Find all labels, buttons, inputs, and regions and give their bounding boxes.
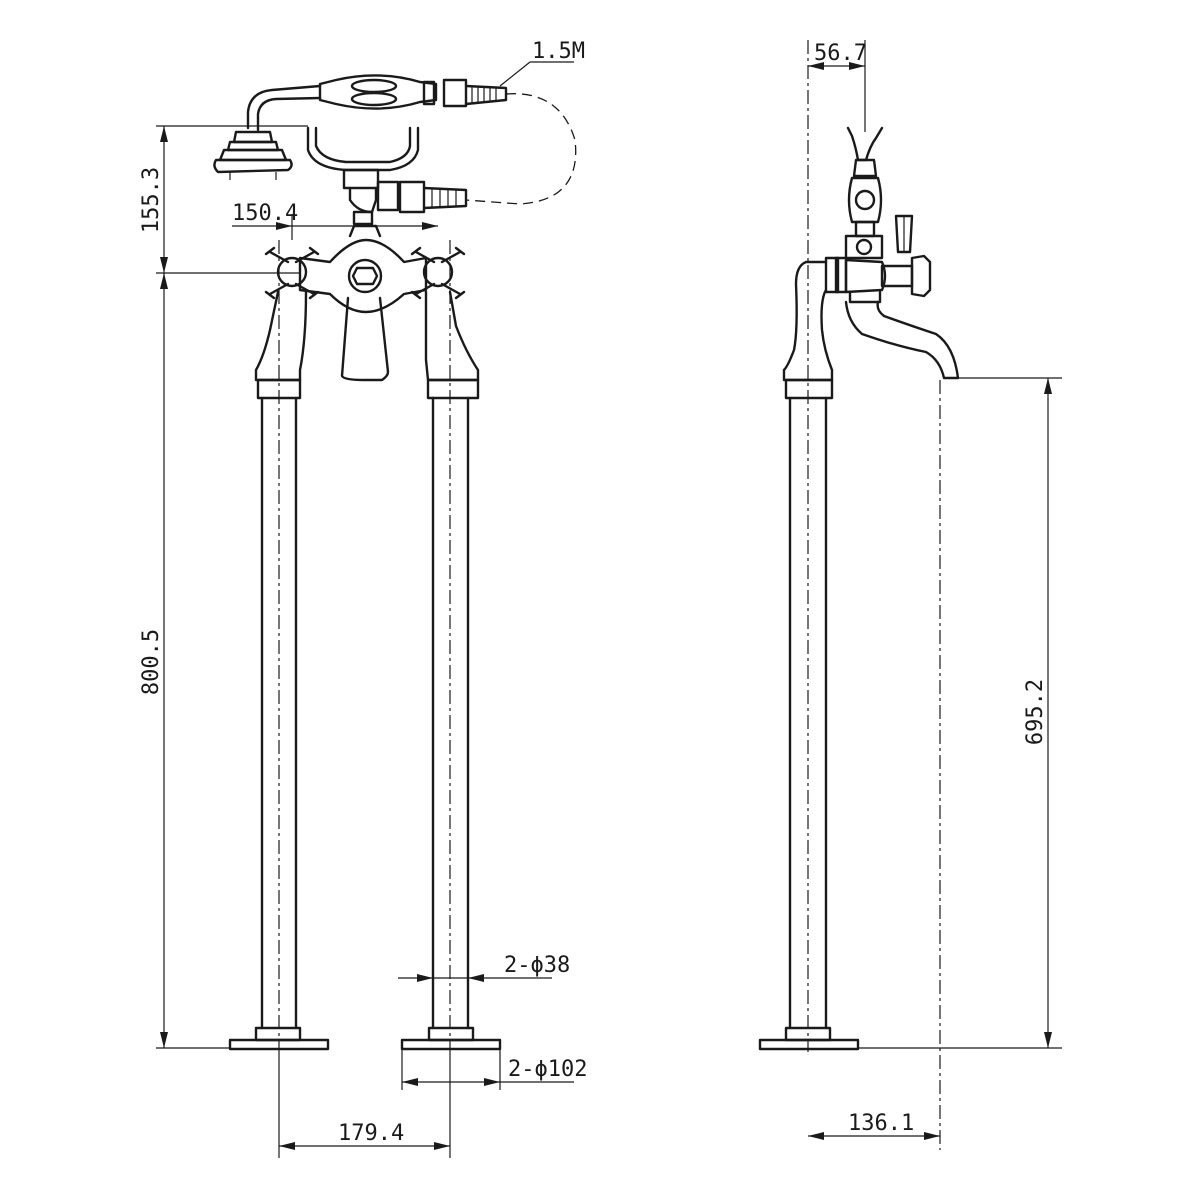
dim-spout-height: 695.2 [1023, 679, 1048, 745]
dim-valve-spacing: 150.4 [232, 201, 298, 226]
shower-hose [465, 93, 577, 205]
dim-hose-length: 1.5M [532, 39, 585, 64]
cross-handle-left-icon [264, 246, 320, 300]
dim-head-height: 155.3 [139, 167, 164, 233]
side-view: 56.7 695.2 136.1 [758, 40, 1062, 1150]
dim-spout-projection: 136.1 [848, 1111, 914, 1136]
shroud-right [424, 290, 480, 382]
side-leg [758, 40, 860, 1052]
right-leg [400, 240, 502, 1052]
dim-total-height: 800.5 [139, 629, 164, 695]
shower-handset [246, 74, 508, 132]
cross-handle-right-icon [410, 246, 466, 300]
mixer-body [298, 224, 428, 382]
dim-base-diameter: 2-ϕ102 [508, 1057, 587, 1082]
handset-cradle [306, 126, 468, 226]
side-valve-body [824, 214, 932, 304]
left-leg [228, 240, 330, 1052]
front-view: 155.3 800.5 150.4 1.5M 2-ϕ38 2-ϕ102 179.… [139, 39, 587, 1158]
shroud-left [254, 290, 308, 382]
side-spout [782, 260, 960, 382]
side-handset-holder [846, 126, 884, 238]
dim-top-offset: 56.7 [814, 41, 867, 66]
dim-leg-spacing: 179.4 [338, 1121, 404, 1146]
shower-head [213, 130, 293, 180]
dim-pipe-diameter: 2-ϕ38 [504, 953, 570, 978]
